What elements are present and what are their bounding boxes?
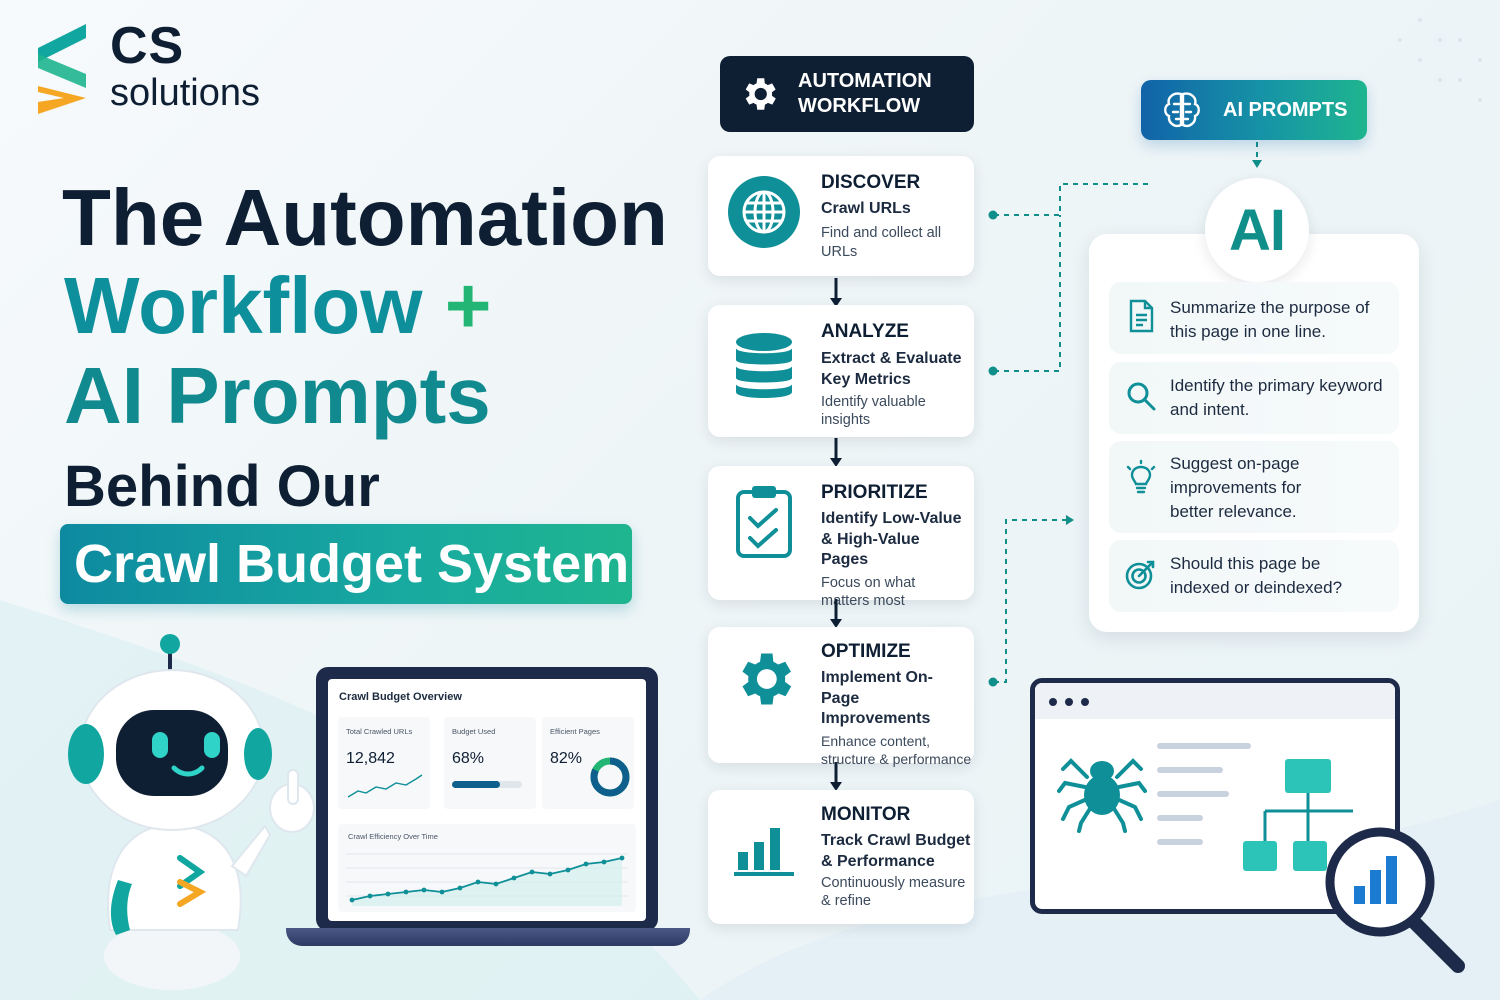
brand-name: solutions [110,72,260,114]
step-description: Focus on what matters most [821,575,916,610]
text-lines [1157,743,1251,845]
spider-icon [1057,758,1147,833]
dashboard: Crawl Budget Overview Total Crawled URLs… [328,679,646,921]
target-icon [1125,560,1155,590]
window-dot-icon [1081,698,1089,706]
kpi-label: Efficient Pages [550,727,600,736]
robot-mascot [68,634,315,990]
step-subtitle: Extract & Evaluate Key Metrics [821,349,962,389]
gear-icon [745,78,776,110]
workflow-step-optimize: OPTIMIZE Implement On-Page Improvements … [708,627,974,767]
step-subtitle: Crawl URLs [821,199,911,217]
headline-line-4: Behind Our [64,454,380,519]
brain-icon [1164,92,1200,128]
bar-chart-icon [726,810,802,886]
workflow-header-label: AUTOMATION WORKFLOW [798,70,932,117]
brand-chevron-icon [38,24,86,114]
prompt-text: Suggest on-page improvements for better … [1170,454,1302,521]
efficiency-chart: Crawl Efficiency Over Time [338,824,636,912]
prompt-item: Suggest on-page improvements for better … [1109,441,1399,533]
kpi-value: 82% [550,750,583,767]
search-icon [1127,382,1156,411]
lightbulb-icon [1126,459,1156,494]
database-icon [726,329,802,405]
headline-workflow: Workflow [64,261,423,350]
step-description: Enhance content, structure & performance [821,733,972,767]
workflow-step-discover: DISCOVER Crawl URLs Find and collect all… [708,156,974,276]
step-description: Identify valuable insights [821,393,926,429]
gear-icon [726,641,802,717]
prompt-text: Should this page be indexed or deindexed… [1170,554,1343,597]
kpi-value: 12,842 [346,750,395,767]
headline-line-1: The Automation [62,173,668,262]
workflow-header: AUTOMATION WORKFLOW [720,56,974,132]
laptop-base [286,928,690,946]
arrow-down-icon [830,599,842,628]
kpi-label: Budget Used [452,727,496,736]
arrow-down-icon [830,762,842,791]
kpi-card-budget-used: Budget Used 68% [444,717,536,809]
window-dot-icon [1049,698,1057,706]
step-title: OPTIMIZE [821,641,911,662]
sitemap-icon [1243,759,1353,871]
arrow-down-icon [830,278,842,307]
window-dot-icon [1065,698,1073,706]
line-chart [346,853,628,906]
prompt-item: Should this page be indexed or deindexed… [1109,540,1399,612]
progress-bar-fill [452,781,500,788]
chart-label: Crawl Efficiency Over Time [348,832,438,841]
headline-plus: + [444,261,492,350]
workflow-step-prioritize: PRIORITIZE Identify Low-Value & High-Val… [708,466,974,609]
step-title: PRIORITIZE [821,482,928,503]
step-title: DISCOVER [821,172,921,193]
step-subtitle: Implement On-Page Improvements [821,668,934,728]
step-title: ANALYZE [821,321,909,342]
laptop-screen: Crawl Budget Overview Total Crawled URLs… [316,667,658,931]
sparkline [347,774,423,798]
globe-icon [726,174,802,250]
headline-highlight: Crawl Budget System [60,524,632,604]
prompt-item: Summarize the purpose of this page in on… [1109,282,1399,354]
kpi-label: Total Crawled URLs [346,727,413,736]
step-description: Continuously measure & refine [821,875,966,909]
prompt-item: Identify the primary keyword and intent. [1109,362,1399,434]
step-title: MONITOR [821,804,911,825]
kpi-value: 68% [452,750,485,767]
headline-line-3: AI Prompts [64,351,491,440]
step-subtitle: Track Crawl Budget & Performance [821,831,971,870]
prompt-text: Summarize the purpose of this page in on… [1170,298,1370,341]
magnifier-icon [1325,827,1465,973]
dashboard-title: Crawl Budget Overview [339,691,462,703]
browser-toolbar [1035,683,1395,719]
workflow-step-analyze: ANALYZE Extract & Evaluate Key Metrics I… [708,305,974,437]
prompt-text: Identify the primary keyword and intent. [1170,376,1383,419]
step-description: Find and collect all URLs [821,225,942,261]
workflow-step-monitor: MONITOR Track Crawl Budget & Performance… [708,790,974,924]
step-subtitle: Identify Low-Value & High-Value Pages [821,509,962,569]
ai-prompts-pill: AI PROMPTS [1141,80,1367,140]
clipboard-check-icon [726,484,802,560]
document-icon [1129,299,1154,333]
brand-mark: CS [110,17,185,75]
kpi-card-efficient-pages: Efficient Pages 82% [542,717,634,809]
arrow-down-icon [830,438,842,467]
donut-chart [590,757,630,797]
ai-badge: AI [1205,178,1309,282]
progress-bar [452,781,522,788]
headline-line-2: Workflow + [64,266,491,346]
kpi-card-total-urls: Total Crawled URLs 12,842 [338,717,430,809]
brand-logo: CS solutions [30,18,290,118]
ai-prompts-label: AI PROMPTS [1223,98,1348,121]
ai-badge-label: AI [1229,197,1286,263]
